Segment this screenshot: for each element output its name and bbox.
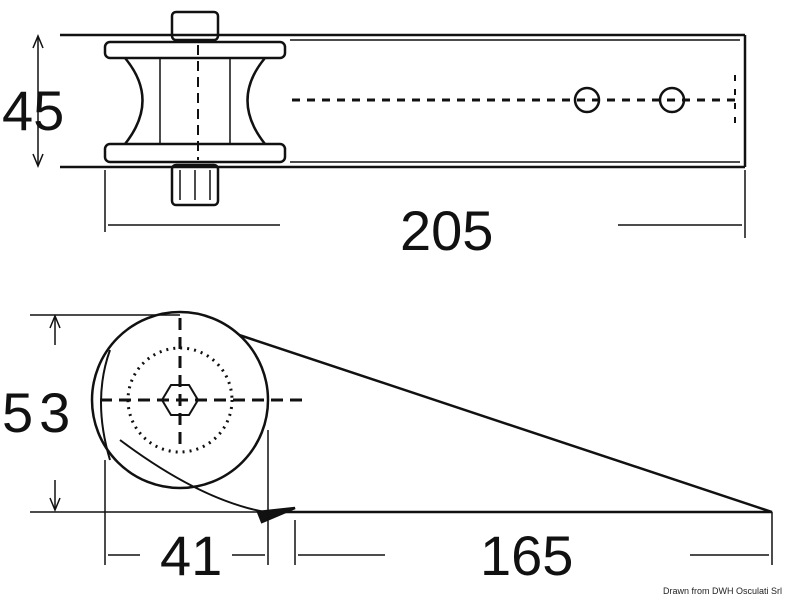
bolt-head <box>170 10 220 42</box>
bracket-outline <box>184 315 773 514</box>
side-view <box>30 310 773 565</box>
dimension-41: 41 <box>160 524 222 587</box>
credit-text: Drawn from DWH Osculati Srl <box>662 586 782 596</box>
top-view <box>32 10 747 238</box>
dimension-53: 53 <box>2 381 76 444</box>
roller-body <box>124 57 266 145</box>
mounting-hole <box>573 86 601 114</box>
dimension-45: 45 <box>2 79 64 142</box>
roller-flange-bottom <box>103 142 287 164</box>
dimension-165: 165 <box>480 524 573 587</box>
roller-flange-top <box>103 40 287 60</box>
dimension-205: 205 <box>400 199 493 262</box>
mounting-hole <box>658 86 686 114</box>
nut <box>170 163 220 207</box>
roller-hub <box>126 346 234 454</box>
